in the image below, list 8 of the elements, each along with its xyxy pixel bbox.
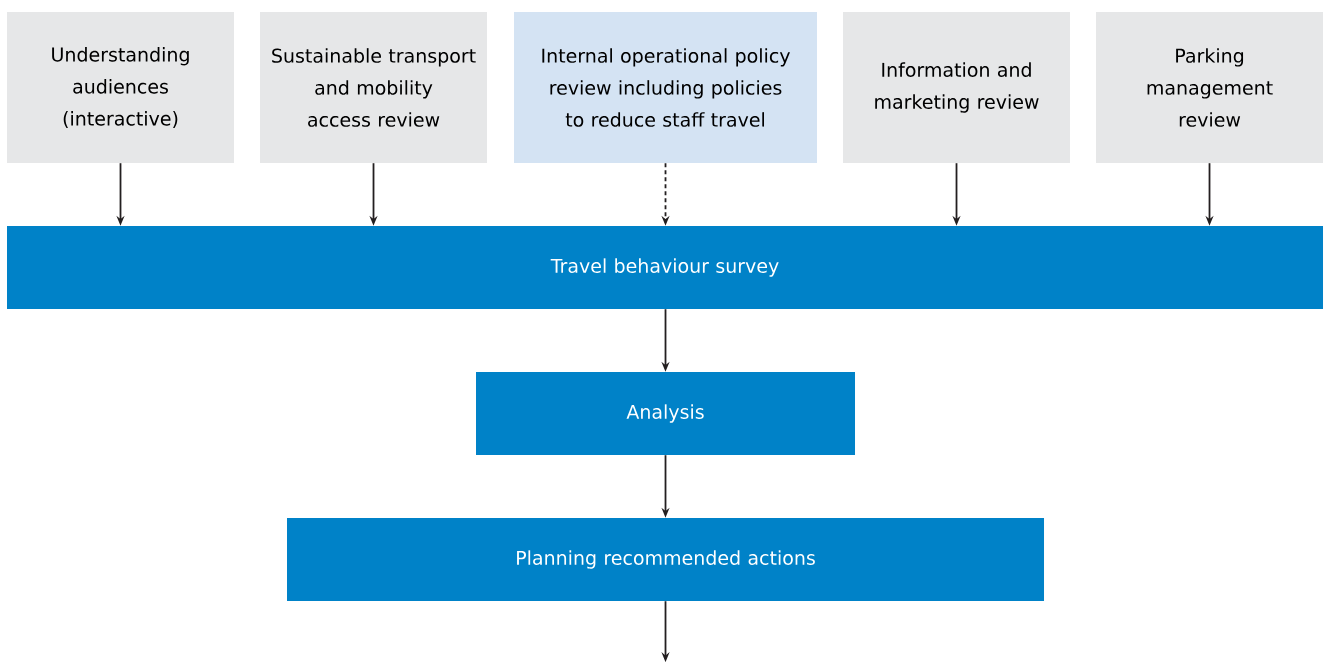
process-box: Parking management review <box>1096 12 1323 163</box>
stage-bar: Planning recommended actions <box>287 518 1044 601</box>
stage-bar: Travel behaviour survey <box>7 226 1323 309</box>
process-box: Information and marketing review <box>843 12 1070 163</box>
stage-bar: Analysis <box>476 372 855 455</box>
process-box: Sustainable transport and mobility access review <box>260 12 487 163</box>
process-box: Internal operational policy review including policies to reduce staff travel <box>514 12 817 163</box>
process-box: Understanding audiences (interactive) <box>7 12 234 163</box>
